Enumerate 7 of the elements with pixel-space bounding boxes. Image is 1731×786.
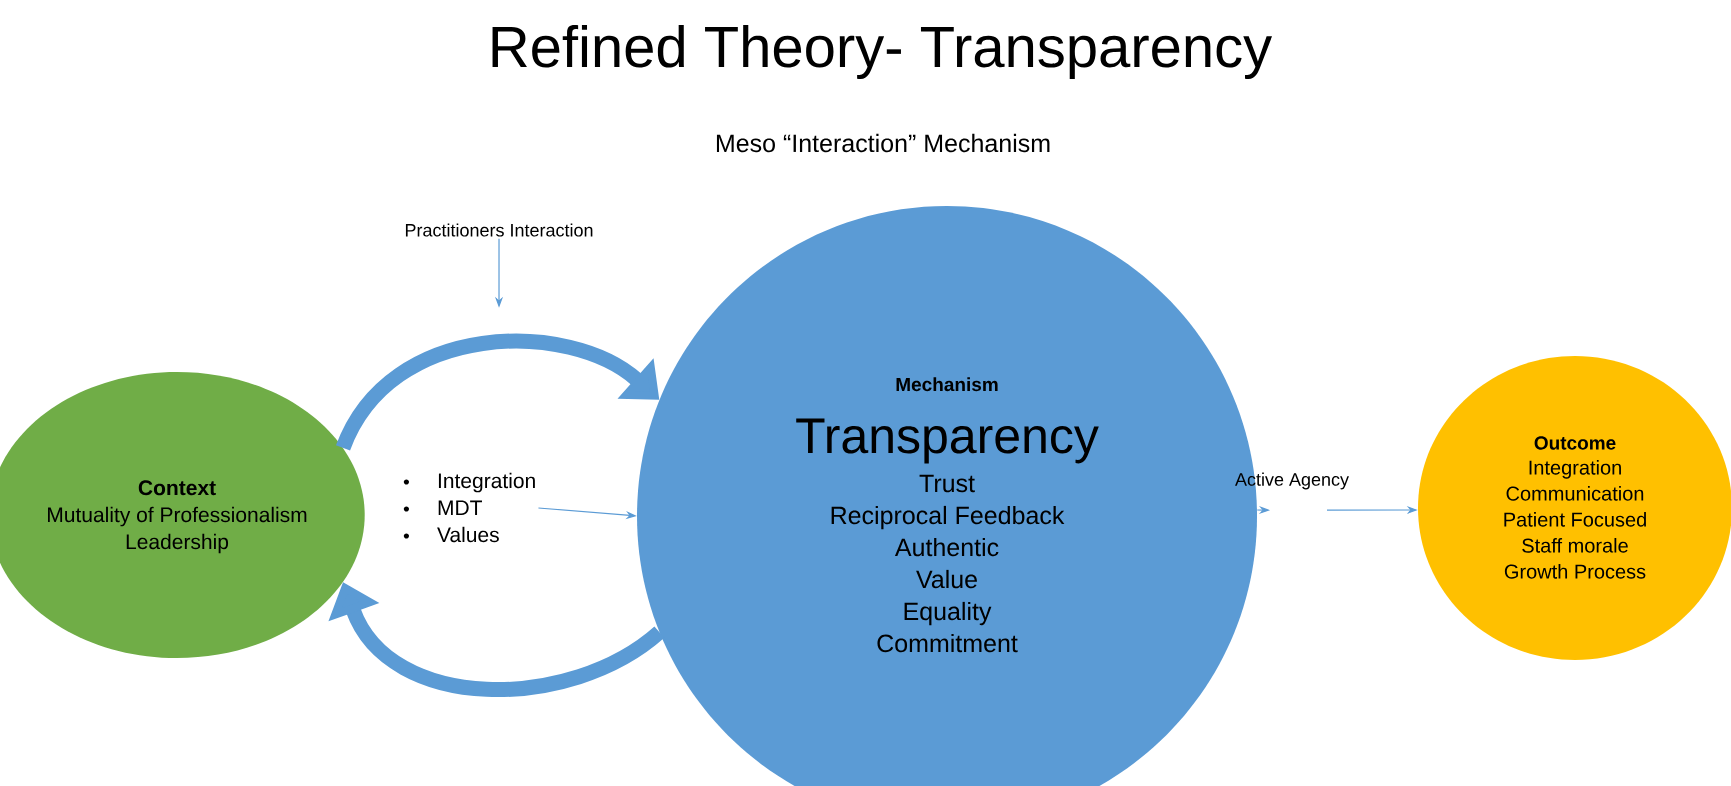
subtitle: Meso “Interaction” Mechanism bbox=[716, 133, 1050, 153]
bullet-list: Integration MDT Values bbox=[403, 472, 535, 543]
edge-label: Practitioners Interaction bbox=[405, 223, 593, 237]
node-label: MDT bbox=[438, 500, 482, 515]
title: Refined Theory- Transparency bbox=[492, 24, 1272, 79]
node-label: Values bbox=[437, 526, 499, 543]
node-label: Integration bbox=[438, 472, 535, 493]
